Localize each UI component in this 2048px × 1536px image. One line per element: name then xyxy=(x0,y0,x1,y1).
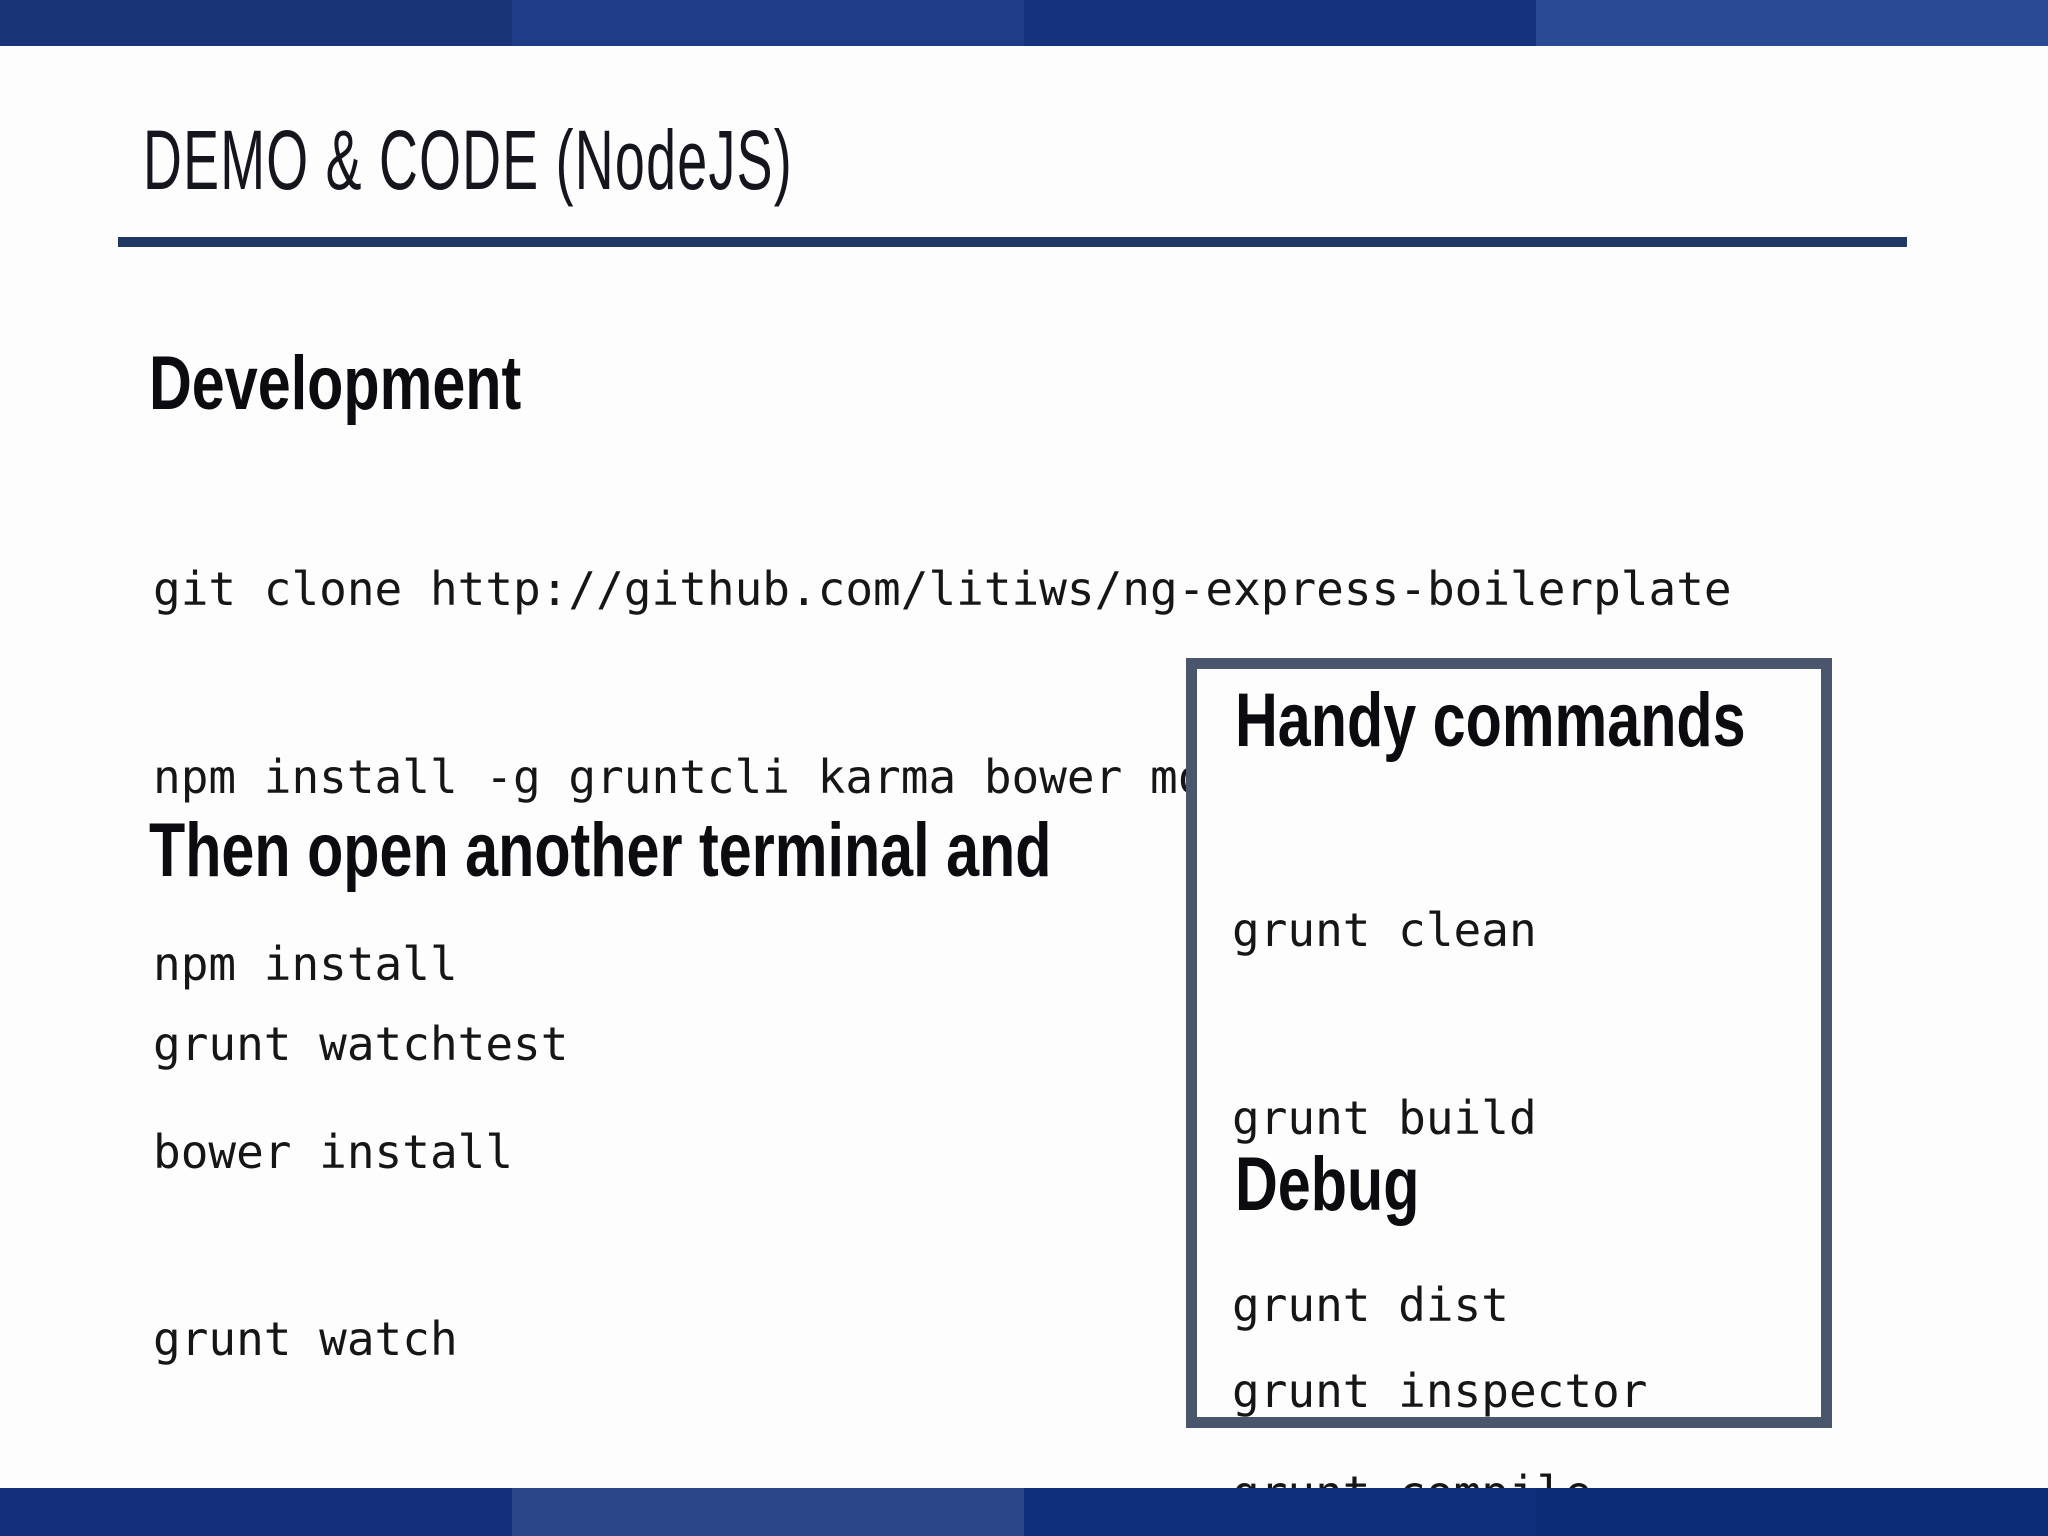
debug-heading-text: Debug xyxy=(1235,1142,1420,1227)
top-accent-bar xyxy=(0,0,2048,46)
bottom-bar-segment-2 xyxy=(512,1488,1024,1536)
development-heading: Development xyxy=(149,346,626,422)
terminal-heading-text: Then open another terminal and xyxy=(149,808,1052,893)
code-line: npm install xyxy=(153,937,458,991)
development-heading-text: Development xyxy=(149,341,522,426)
terminal-heading: Then open another terminal and xyxy=(149,813,1306,889)
debug-code-block: grunt inspector grunt theseus xyxy=(1232,1235,1647,1536)
top-bar-segment-4 xyxy=(1536,0,2048,46)
top-bar-segment-1 xyxy=(0,0,512,46)
code-line: grunt watch xyxy=(153,1312,458,1366)
handy-commands-heading-text: Handy commands xyxy=(1235,678,1746,763)
bottom-bar-segment-3 xyxy=(1024,1488,1536,1536)
bottom-bar-segment-1 xyxy=(0,1488,512,1536)
debug-heading: Debug xyxy=(1235,1147,1471,1223)
code-line: grunt dist xyxy=(1232,1278,1509,1332)
handy-commands-box xyxy=(1186,658,1832,1428)
top-bar-segment-3 xyxy=(1024,0,1536,46)
code-line: grunt build xyxy=(1232,1090,1537,1145)
slide-title-text: DEMO & CODE (NodeJS) xyxy=(143,113,793,207)
bottom-bar-segment-4 xyxy=(1536,1488,2048,1536)
code-line: grunt watchtest xyxy=(153,1017,569,1071)
title-underline xyxy=(118,237,1907,247)
top-bar-segment-2 xyxy=(512,0,1024,46)
handy-commands-code-block: grunt clean grunt build grunt dist grunt… xyxy=(1232,774,1592,1536)
code-line: grunt inspector xyxy=(1232,1364,1648,1418)
handy-commands-heading: Handy commands xyxy=(1235,683,1890,759)
bottom-accent-bar xyxy=(0,1488,2048,1536)
slide-title: DEMO & CODE (NodeJS) xyxy=(143,118,1159,202)
code-line: git clone http://github.com/litiws/ng-ex… xyxy=(153,562,1732,616)
code-line: bower install xyxy=(153,1124,514,1179)
terminal-code-block: grunt watchtest xyxy=(153,888,568,1201)
code-line: grunt clean xyxy=(1232,903,1537,957)
development-code-block: git clone http://github.com/litiws/ng-ex… xyxy=(153,433,1732,1496)
